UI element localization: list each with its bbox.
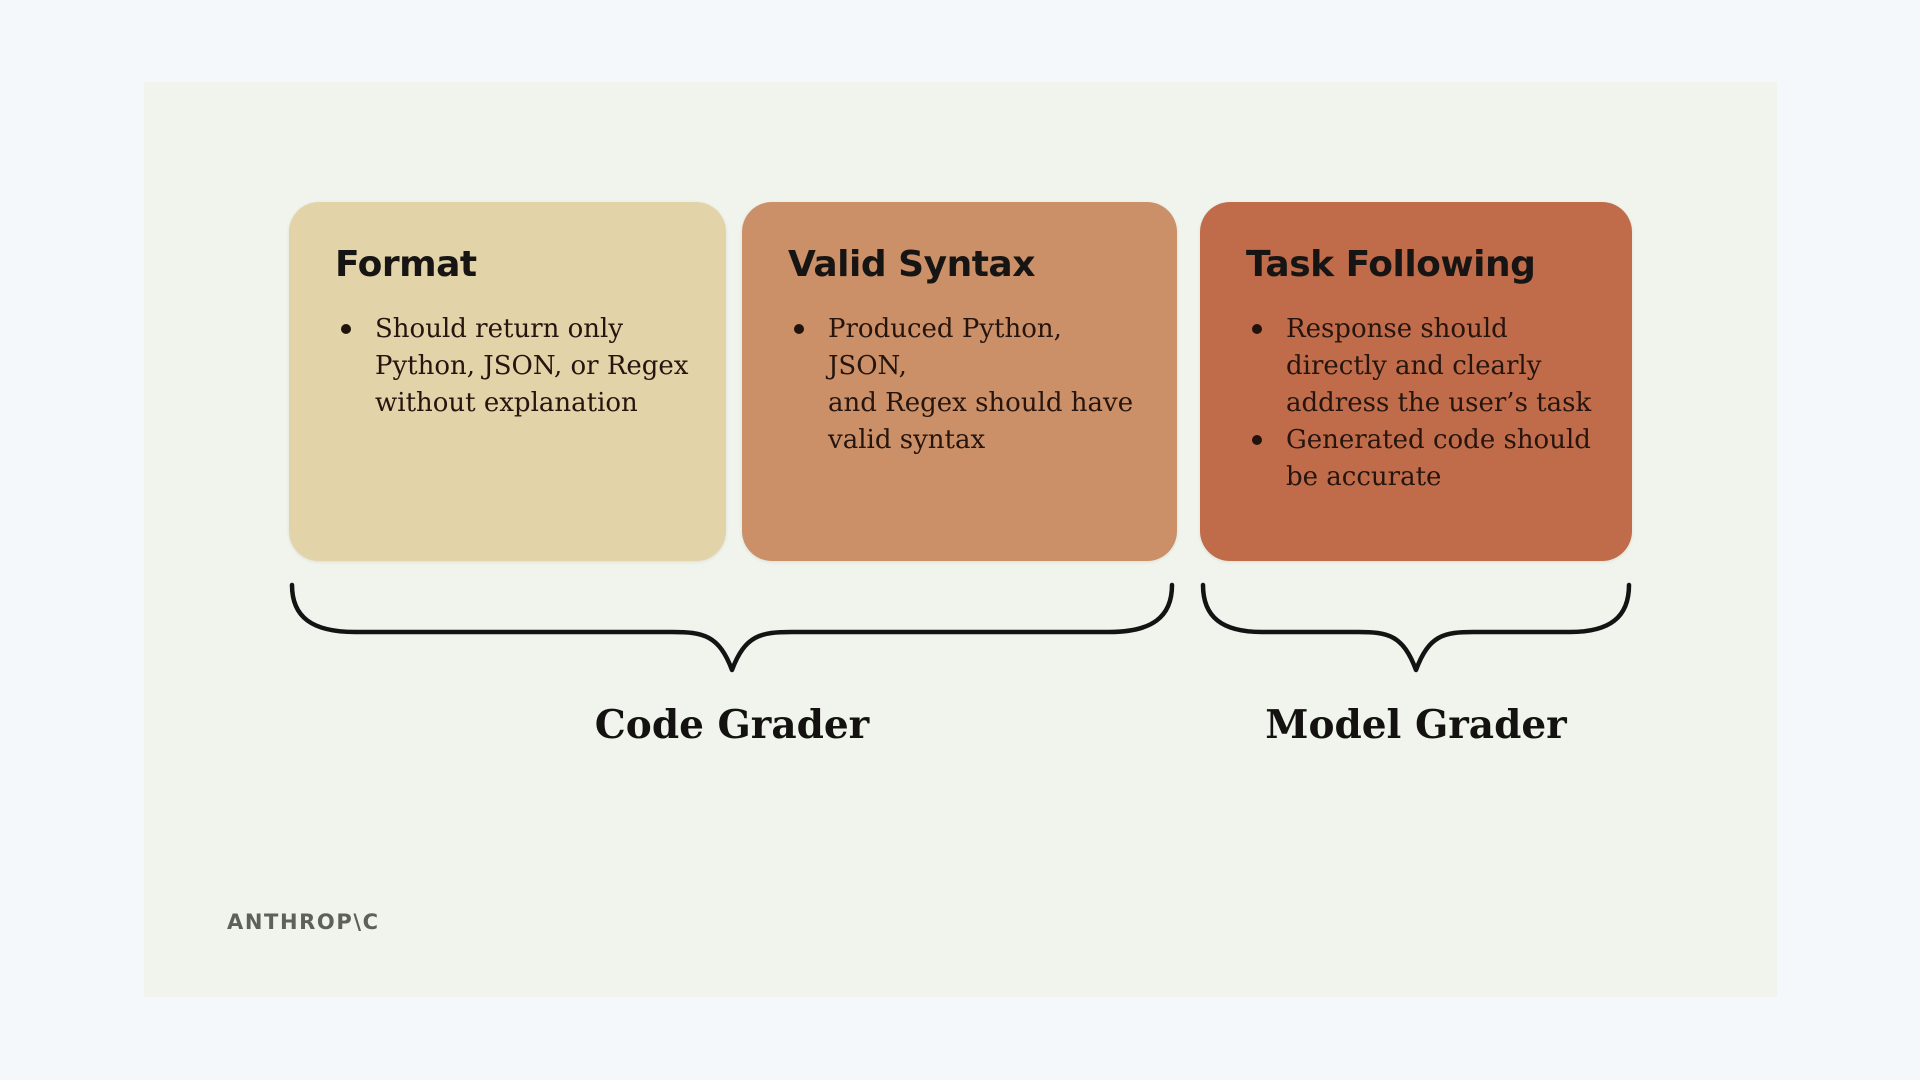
underbrace-code-grader-icon [289,582,1175,673]
group-label-code-grader: Code Grader [594,702,870,748]
bullet-text: Should return only Python, JSON, or Rege… [375,314,689,419]
bullet-item: Produced Python, JSON, and Regex should … [794,311,1143,459]
bullet-dot-icon [794,324,804,335]
bullet-dot-icon [341,324,351,335]
bullet-dot-icon [1252,324,1262,335]
bullet-item: Response should directly and clearly add… [1252,311,1598,422]
bullet-dot-icon [1252,435,1262,446]
group-label-model-grader: Model Grader [1265,702,1567,748]
underbrace-model-grader-icon [1200,582,1632,673]
card-task-following-title: Task Following [1246,244,1536,285]
card-format: Format Should return only Python, JSON, … [289,202,726,561]
card-valid-syntax: Valid Syntax Produced Python, JSON, and … [742,202,1177,561]
card-task-following: Task Following Response should directly … [1200,202,1632,561]
card-valid-syntax-bullets: Produced Python, JSON, and Regex should … [788,311,1143,459]
bullet-text: Generated code should be accurate [1286,425,1591,493]
bullet-item: Generated code should be accurate [1252,422,1598,496]
slide-background: Format Should return only Python, JSON, … [144,82,1777,997]
anthropic-logo: ANTHROP\C [227,910,380,934]
bullet-text: Response should directly and clearly add… [1286,314,1592,419]
bullet-item: Should return only Python, JSON, or Rege… [341,311,692,422]
card-task-following-bullets: Response should directly and clearly add… [1246,311,1598,496]
card-format-title: Format [335,244,477,285]
bullet-text: Produced Python, JSON, and Regex should … [828,314,1134,456]
card-format-bullets: Should return only Python, JSON, or Rege… [335,311,692,422]
card-valid-syntax-title: Valid Syntax [788,244,1035,285]
